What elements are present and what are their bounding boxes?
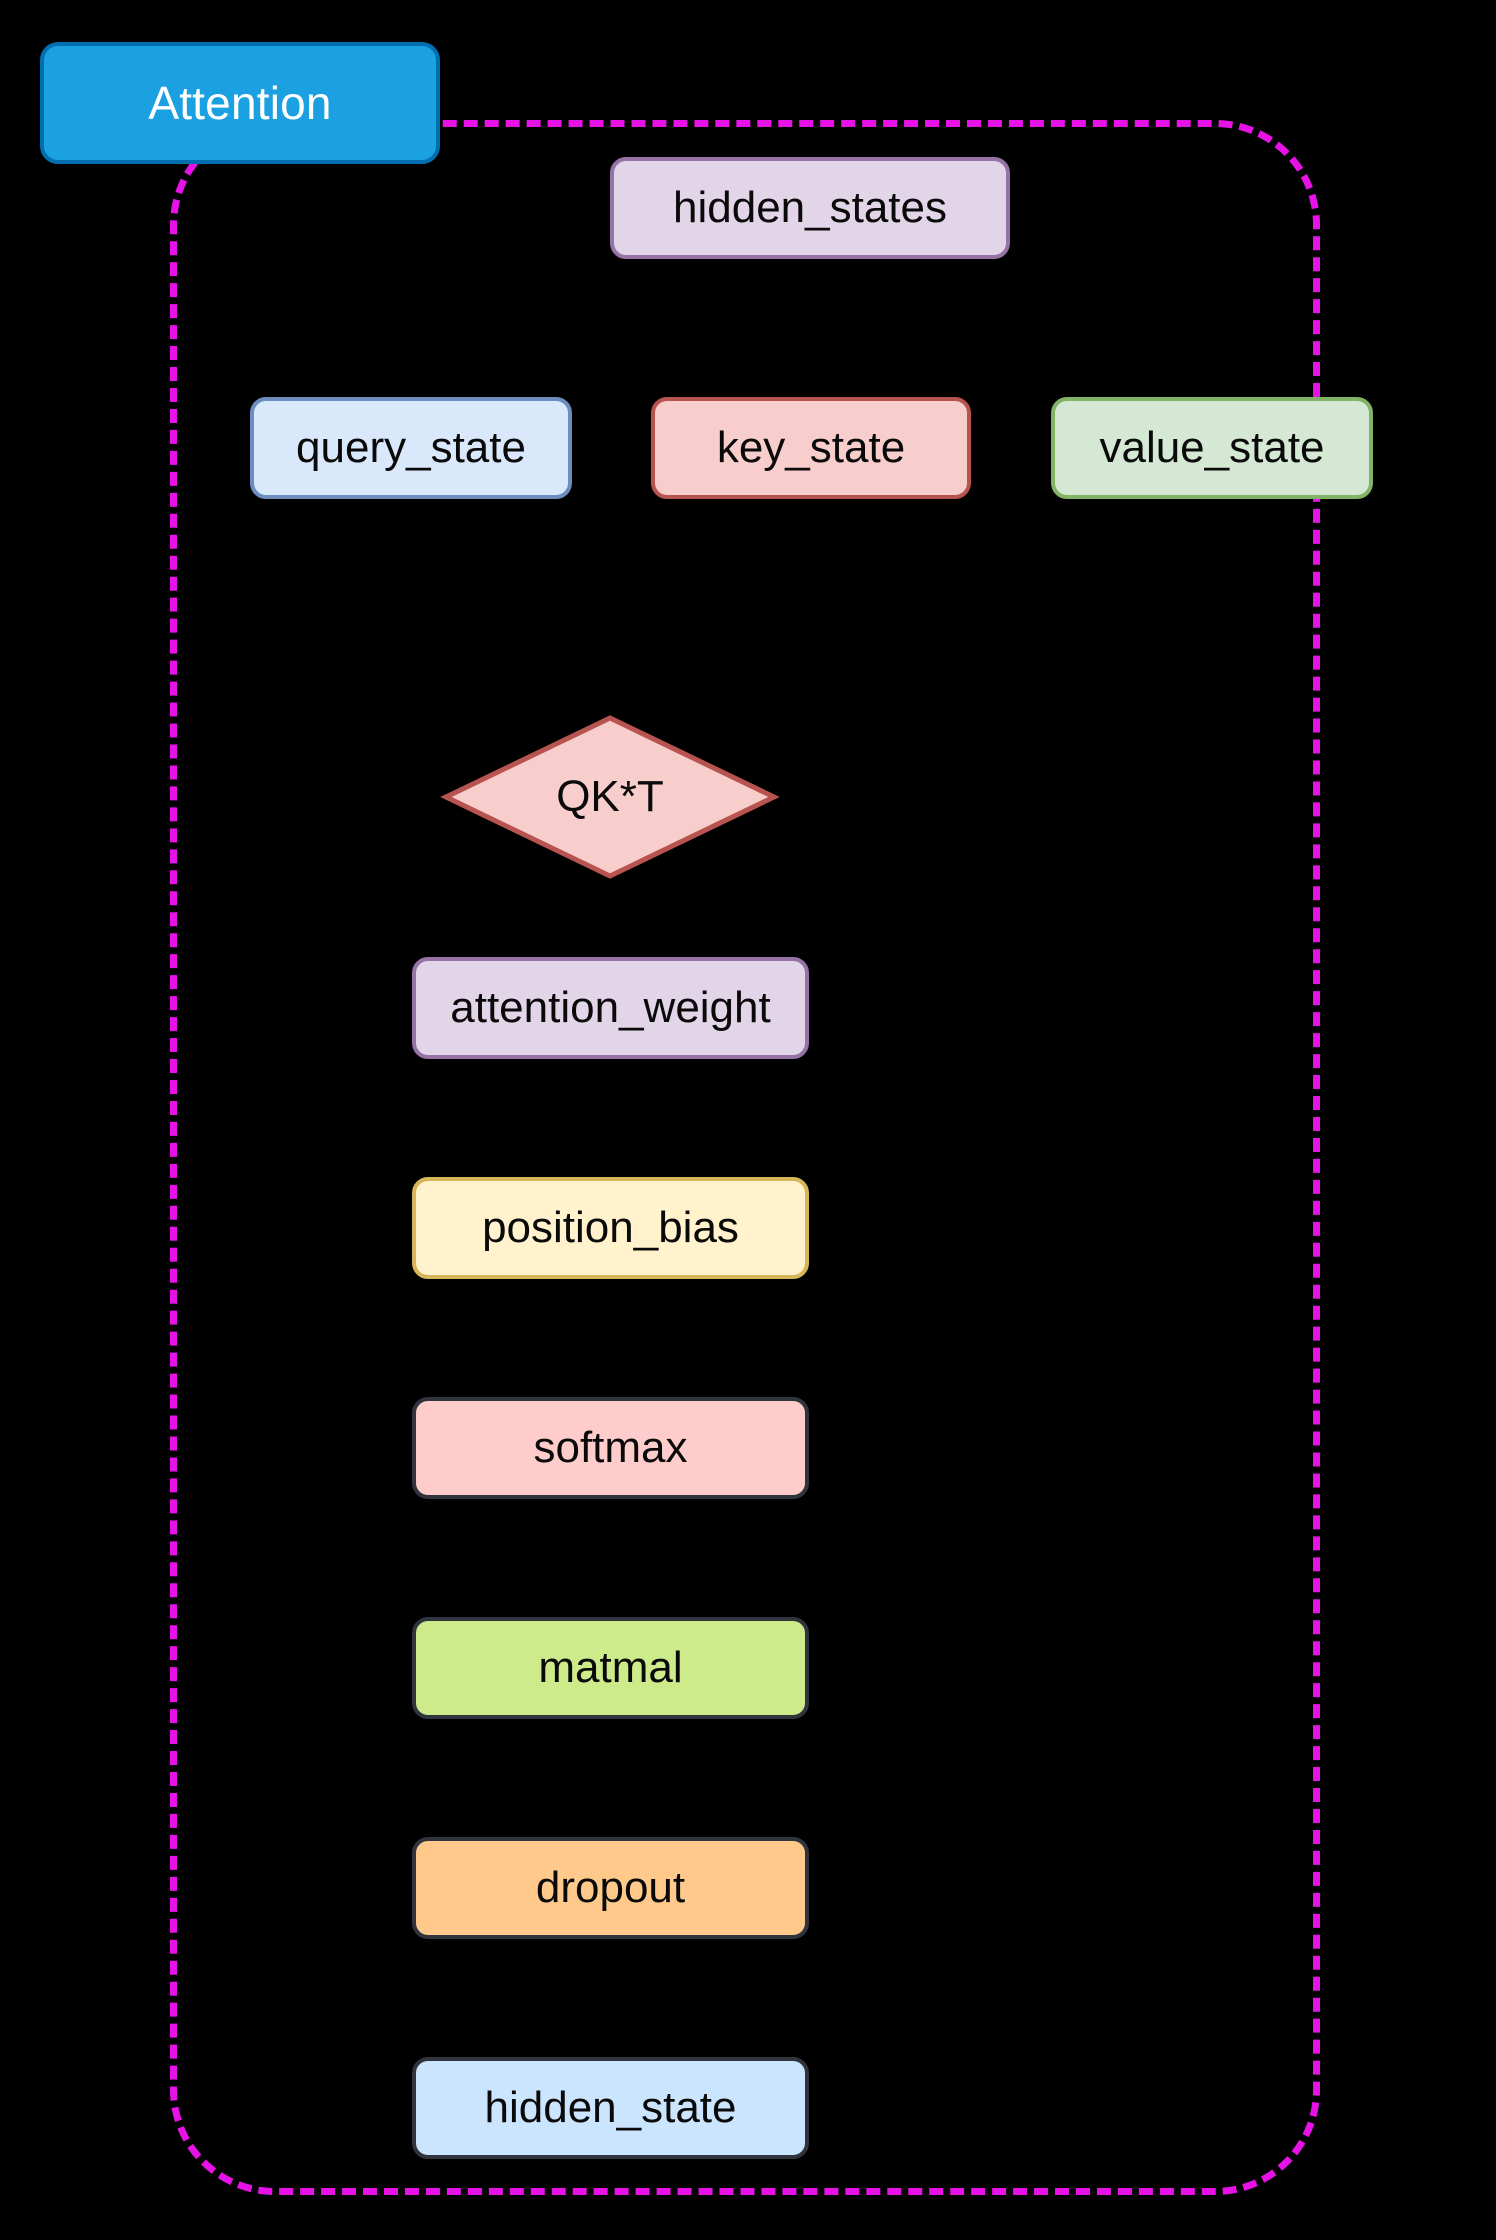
node-label: dropout	[535, 1863, 686, 1912]
node-key-state[interactable]: key_state	[651, 397, 971, 499]
node-label: hidden_states	[673, 183, 947, 232]
node-value-state[interactable]: value_state	[1051, 397, 1373, 499]
node-label: hidden_state	[484, 2083, 737, 2132]
node-label: key_state	[716, 423, 906, 472]
node-dropout[interactable]: dropout	[412, 1837, 809, 1939]
node-label: softmax	[533, 1423, 688, 1472]
node-label: position_bias	[482, 1203, 739, 1252]
node-hidden-states[interactable]: hidden_states	[610, 157, 1010, 259]
node-label: matmal	[538, 1643, 683, 1692]
diamond-shape	[440, 715, 780, 879]
node-attention-weight[interactable]: attention_weight	[412, 957, 809, 1059]
node-query-state[interactable]: query_state	[250, 397, 572, 499]
node-softmax[interactable]: softmax	[412, 1397, 809, 1499]
node-matmal[interactable]: matmal	[412, 1617, 809, 1719]
node-label: value_state	[1099, 423, 1325, 472]
subgraph-title-label: Attention	[148, 77, 332, 129]
node-qkt-diamond[interactable]: QK*T	[440, 715, 780, 879]
subgraph-title-attention[interactable]: Attention	[40, 42, 440, 164]
node-label: attention_weight	[450, 983, 771, 1032]
node-label: query_state	[296, 423, 526, 472]
node-hidden-state[interactable]: hidden_state	[412, 2057, 809, 2159]
node-position-bias[interactable]: position_bias	[412, 1177, 809, 1279]
